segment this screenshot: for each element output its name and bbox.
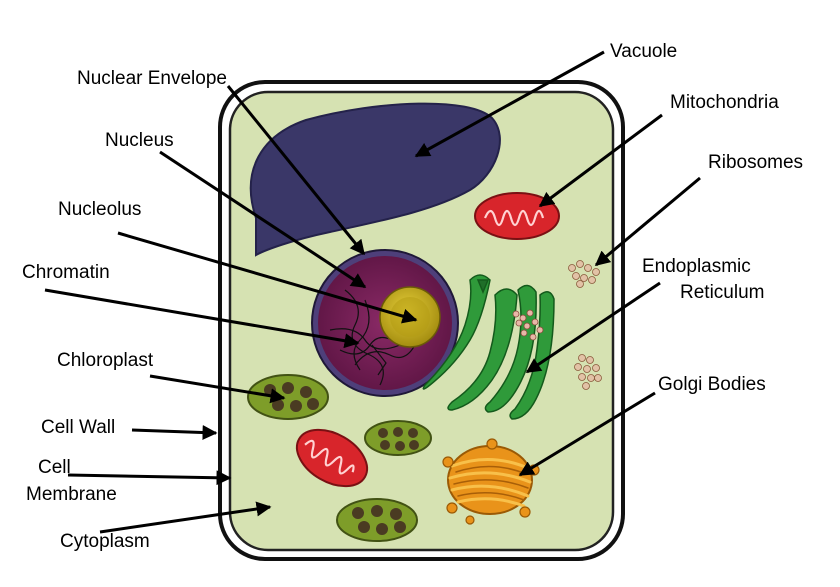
arrow-endoplasmic-reticulum [525, 281, 661, 374]
er-ribosomes [512, 309, 544, 341]
label-ribosomes: Ribosomes [708, 152, 803, 173]
label-cell-membrane-line2: Membrane [26, 484, 117, 505]
label-golgi-bodies: Golgi Bodies [658, 374, 766, 395]
arrow-cell-wall [131, 425, 218, 441]
arrow-golgi-bodies [518, 391, 656, 477]
arrow-chromatin [44, 288, 360, 349]
label-nucleus: Nucleus [105, 130, 174, 151]
label-cell-membrane-line1: Cell [38, 457, 71, 478]
label-chloroplast: Chloroplast [57, 350, 154, 371]
label-endoplasmic-line2: Reticulum [680, 282, 764, 303]
chloroplast-3 [336, 498, 418, 542]
label-vacuole: Vacuole [610, 41, 677, 62]
arrow-cell-membrane [67, 470, 232, 486]
vacuole [249, 102, 501, 257]
arrow-chloroplast [149, 374, 286, 404]
chloroplast-1 [247, 374, 329, 420]
label-nucleolus: Nucleolus [58, 199, 141, 220]
chloroplast-2 [364, 420, 432, 456]
labels: Vacuole Nuclear Envelope Mitochondria Nu… [22, 41, 803, 552]
arrow-ribosomes [594, 176, 701, 267]
arrow-nucleus [159, 150, 367, 289]
ribosomes-cluster-lower [574, 354, 602, 390]
arrow-vacuole [414, 50, 605, 158]
label-nuclear-envelope: Nuclear Envelope [77, 68, 227, 89]
label-chromatin: Chromatin [22, 262, 110, 283]
pointer-arrows [44, 50, 701, 534]
arrow-cytoplasm [99, 501, 272, 534]
arrow-nuclear-envelope [226, 85, 366, 256]
label-mitochondria: Mitochondria [670, 92, 779, 113]
arrow-nucleolus [117, 231, 418, 324]
ribosomes-cluster-upper [568, 260, 600, 288]
mitochondrion-lower [295, 428, 369, 488]
arrow-mitochondria [538, 113, 663, 208]
mitochondrion-upper [474, 192, 560, 240]
label-endoplasmic-line1: Endoplasmic [642, 256, 751, 277]
label-cytoplasm: Cytoplasm [60, 531, 150, 552]
nucleus [311, 249, 459, 397]
label-cell-wall: Cell Wall [41, 417, 115, 438]
